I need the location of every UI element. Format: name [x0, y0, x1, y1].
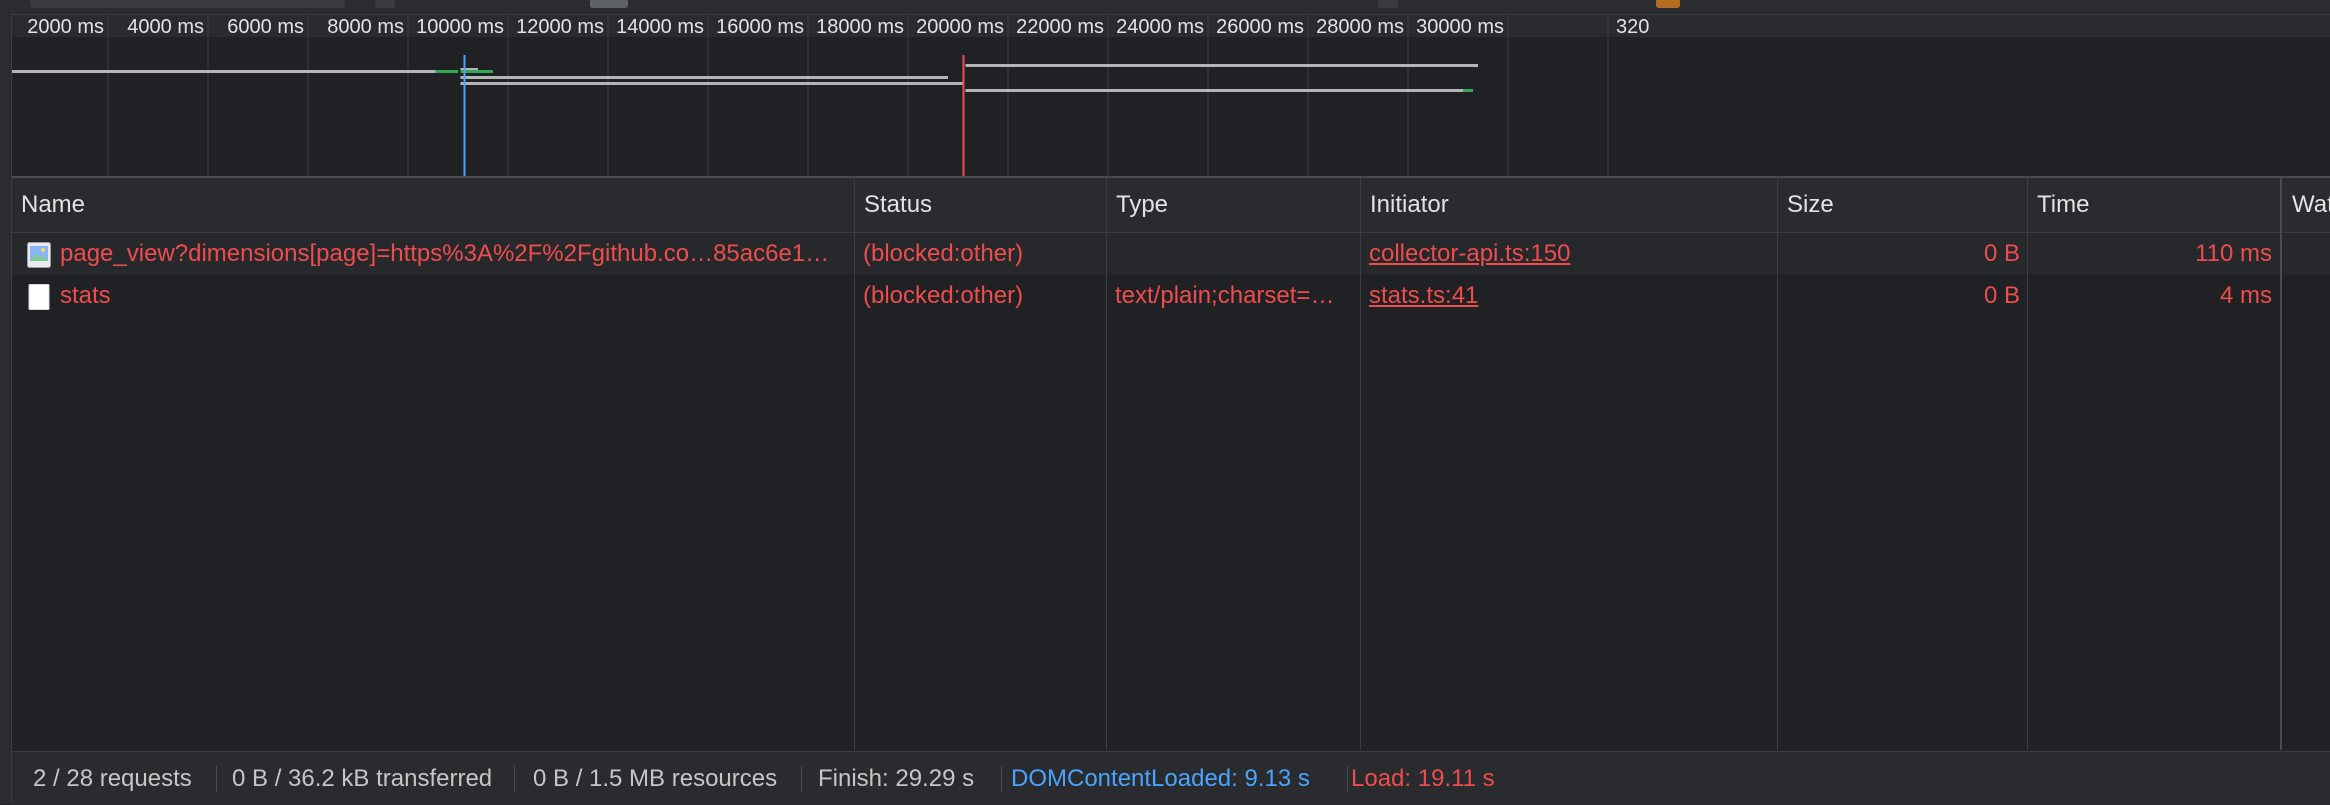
column-divider[interactable]: [1777, 178, 1778, 750]
request-time: 4 ms: [2219, 282, 2272, 309]
tick-label: 26000 ms: [1216, 16, 1304, 38]
tick-label: 4000 ms: [127, 16, 204, 38]
overview-request-bar: [1463, 89, 1473, 92]
tick-label: 24000 ms: [1116, 16, 1204, 38]
tick-label: 18000 ms: [816, 16, 904, 38]
separator: [1347, 766, 1348, 792]
request-type: text/plain;charset=…: [1115, 282, 1335, 309]
overview-request-bar: [460, 68, 478, 71]
tab-fragment[interactable]: [1378, 0, 1398, 8]
column-header-time[interactable]: Time: [2037, 191, 2090, 218]
left-gutter: [0, 14, 12, 804]
request-time: 110 ms: [2195, 240, 2272, 267]
tab-fragment[interactable]: [1656, 0, 1680, 8]
column-header-waterfall[interactable]: Wat: [2292, 191, 2330, 218]
column-divider[interactable]: [2027, 178, 2028, 750]
tick-label: 320: [1616, 16, 1649, 38]
overview-request-bar: [12, 70, 436, 73]
column-header-status[interactable]: Status: [864, 191, 933, 218]
table-header: Name Status Type Initiator Size Time Wat: [12, 178, 2330, 233]
separator: [216, 766, 217, 792]
column-header-initiator[interactable]: Initiator: [1370, 191, 1449, 218]
overview-request-bar: [965, 89, 1463, 92]
request-type: [1115, 233, 1355, 275]
tab-fragment[interactable]: [590, 0, 628, 8]
separator: [1001, 766, 1002, 792]
transferred-size: 0 B / 36.2 kB transferred: [232, 765, 493, 792]
request-status: (blocked:other): [863, 240, 1024, 267]
load-time: Load: 19.11 s: [1351, 765, 1495, 792]
overview-request-bar: [435, 70, 458, 73]
resources-size: 0 B / 1.5 MB resources: [533, 765, 778, 792]
document-file-icon: [27, 284, 51, 310]
request-status: (blocked:other): [863, 282, 1024, 309]
overview-ruler: [12, 15, 2330, 37]
separator: [514, 766, 515, 792]
overview-request-bar: [965, 64, 1478, 67]
column-divider[interactable]: [1106, 178, 1107, 750]
tick-label: 2000 ms: [27, 16, 104, 38]
overview-chart: 2000 ms 4000 ms 6000 ms 8000 ms 10000 ms 1200…: [12, 15, 2330, 176]
overview-request-bar: [460, 70, 493, 73]
dom-content-loaded-time: DOMContentLoaded: 9.13 s: [1011, 765, 1310, 792]
finish-time: Finish: 29.29 s: [818, 765, 975, 792]
tab-fragment[interactable]: [30, 0, 345, 8]
tab-fragment[interactable]: [375, 0, 395, 8]
overview-request-bar: [460, 82, 963, 85]
request-size: 0 B: [1983, 282, 2020, 309]
tick-label: 30000 ms: [1416, 16, 1504, 38]
column-header-size[interactable]: Size: [1787, 191, 1834, 218]
tick-label: 8000 ms: [327, 16, 404, 38]
requests-count: 2 / 28 requests: [33, 765, 192, 792]
overview-request-bar: [460, 76, 948, 79]
image-file-icon: [27, 242, 51, 268]
table-row[interactable]: stats (blocked:other) text/plain;charset…: [12, 275, 2330, 317]
request-initiator-link[interactable]: collector-api.ts:150: [1369, 240, 1571, 267]
separator: [801, 766, 802, 792]
tick-label: 20000 ms: [916, 16, 1004, 38]
tick-label: 6000 ms: [227, 16, 304, 38]
column-header-type[interactable]: Type: [1116, 191, 1169, 218]
tick-label: 22000 ms: [1016, 16, 1104, 38]
table-row[interactable]: page_view?dimensions[page]=https%3A%2F%2…: [12, 233, 2330, 275]
tick-label: 28000 ms: [1316, 16, 1404, 38]
tab-strip: [0, 0, 2330, 15]
request-initiator-link[interactable]: stats.ts:41: [1369, 282, 1479, 309]
tick-label: 16000 ms: [716, 16, 804, 38]
column-header-name[interactable]: Name: [21, 191, 86, 218]
tick-label: 12000 ms: [516, 16, 604, 38]
network-overview-timeline[interactable]: 2000 ms 4000 ms 6000 ms 8000 ms 10000 ms 1200…: [12, 15, 2330, 178]
column-divider[interactable]: [1360, 178, 1361, 750]
requests-table: page_view?dimensions[page]=https%3A%2F%2…: [12, 178, 2330, 750]
column-divider[interactable]: [2280, 178, 2282, 750]
column-divider[interactable]: [854, 178, 855, 750]
request-size: 0 B: [1983, 240, 2020, 267]
network-summary-bar: 2 / 28 requests 0 B / 36.2 kB transferre…: [12, 751, 2330, 805]
request-name[interactable]: stats: [60, 282, 111, 309]
tick-label: 14000 ms: [616, 16, 704, 38]
tick-label: 10000 ms: [416, 16, 504, 38]
request-name[interactable]: page_view?dimensions[page]=https%3A%2F%2…: [60, 240, 830, 267]
